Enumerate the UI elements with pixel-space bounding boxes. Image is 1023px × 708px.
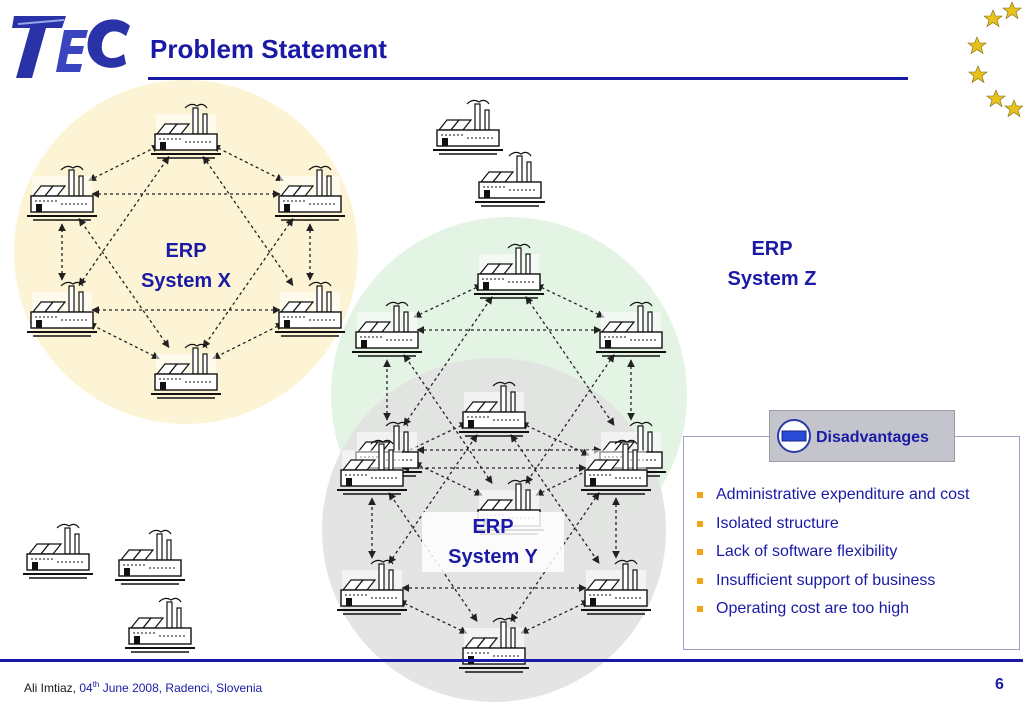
bullet-icon xyxy=(697,549,703,556)
erp-y-link xyxy=(510,492,600,622)
erp-z-link xyxy=(525,296,615,426)
erp-y-line-1: ERP xyxy=(472,516,514,538)
bullet-icon xyxy=(697,492,703,498)
erp-x-link xyxy=(202,217,294,349)
tec-logo xyxy=(8,8,134,84)
list-item: Isolated structure xyxy=(697,515,969,544)
erp-x-line-1: ERP xyxy=(165,240,207,262)
list-item: Administrative expenditure and cost xyxy=(697,486,969,515)
star-icon xyxy=(986,89,1006,108)
erp-y-line-2: System Y xyxy=(448,546,538,568)
star-icon xyxy=(983,9,1003,28)
list-item-text: Isolated structure xyxy=(716,514,839,532)
list-item-text: Insufficient support of business xyxy=(716,571,936,589)
list-item: Lack of software flexibility xyxy=(697,543,969,572)
disadvantages-heading: Disadvantages xyxy=(816,429,929,446)
erp-x-line-2: System X xyxy=(140,270,232,292)
bullet-icon xyxy=(697,520,703,527)
footer-author: Ali Imtiaz, xyxy=(24,681,80,695)
disadvantages-header: Disadvantages xyxy=(769,410,955,462)
page-number: 6 xyxy=(995,676,1004,693)
footer-rule xyxy=(0,659,1023,662)
erp-y-link xyxy=(510,434,600,564)
erp-z-link xyxy=(525,354,615,484)
erp-x-link xyxy=(212,144,284,182)
star-icon xyxy=(1002,1,1022,20)
erp-system-z-label: ERP System Z xyxy=(702,234,842,294)
list-item-text: Operating cost are too high xyxy=(716,600,910,618)
page-title: Problem Statement xyxy=(150,34,387,64)
erp-z-line-2: System Z xyxy=(727,268,817,290)
star-icon xyxy=(967,36,987,55)
minus-badge-icon xyxy=(777,419,811,453)
disadvantages-list: Administrative expenditure and cost Isol… xyxy=(697,486,969,629)
title-underline xyxy=(148,77,908,80)
footer-date-rest: June 2008, Radenci, Slovenia xyxy=(99,681,263,695)
erp-y-link xyxy=(388,492,478,622)
bullet-icon xyxy=(697,606,703,613)
list-item: Operating cost are too high xyxy=(697,600,969,629)
erp-z-line-1: ERP xyxy=(751,238,793,260)
footer-credit: Ali Imtiaz, 04th June 2008, Radenci, Slo… xyxy=(24,680,262,695)
list-item-text: Lack of software flexibility xyxy=(716,543,898,561)
footer-date-suffix: th xyxy=(92,680,100,689)
disadvantages-box xyxy=(683,436,1020,650)
erp-x-link xyxy=(78,217,170,349)
star-icon xyxy=(968,65,988,84)
bullet-icon xyxy=(697,577,703,584)
list-item-text: Administrative expenditure and cost xyxy=(716,486,970,503)
erp-x-link xyxy=(88,322,160,360)
footer-date-day: 04 xyxy=(79,681,93,695)
list-item: Insufficient support of business xyxy=(697,572,969,601)
erp-system-x-label: ERP System X xyxy=(116,236,256,296)
stars-decoration xyxy=(967,1,1023,118)
star-icon xyxy=(1004,99,1023,118)
erp-system-y-label: ERP System Y xyxy=(422,512,564,572)
